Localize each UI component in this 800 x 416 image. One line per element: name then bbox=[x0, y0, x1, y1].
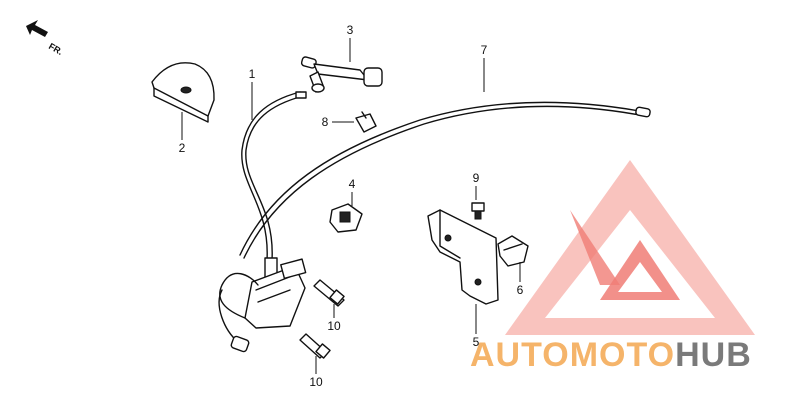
callout-2: 2 bbox=[179, 141, 186, 155]
part-4-grommet bbox=[329, 203, 363, 233]
watermark-moto: MOTO bbox=[570, 336, 675, 374]
part-1-ignition-coil bbox=[218, 91, 307, 353]
front-label: FR. bbox=[47, 41, 65, 57]
front-direction-arrow: FR. bbox=[26, 20, 65, 57]
callout-10-upper: 10 bbox=[327, 319, 341, 333]
leader-lines bbox=[181, 38, 521, 374]
callout-1: 1 bbox=[249, 67, 256, 81]
watermark-text: AUTOMOTOHUB bbox=[470, 336, 752, 374]
callout-5: 5 bbox=[473, 335, 480, 349]
callout-6: 6 bbox=[517, 283, 524, 297]
callout-3: 3 bbox=[347, 23, 354, 37]
watermark-auto: AUTO bbox=[470, 336, 570, 374]
part-2-cover bbox=[151, 62, 215, 123]
part-3-plug-cap bbox=[300, 56, 383, 93]
svg-text:AUTOMOTOHUB: AUTOMOTOHUB bbox=[470, 336, 752, 374]
callout-8: 8 bbox=[322, 115, 329, 129]
part-7-wire bbox=[239, 101, 651, 259]
part-5-bracket bbox=[427, 209, 499, 305]
part-6-clamp bbox=[497, 235, 529, 267]
part-10-bolt-upper bbox=[313, 279, 345, 307]
part-9-bolt bbox=[471, 202, 485, 220]
callout-labels: 1 2 3 4 5 6 7 8 9 10 10 bbox=[179, 23, 524, 389]
part-8-clip bbox=[355, 111, 377, 133]
watermark-hub: HUB bbox=[675, 336, 752, 374]
callout-10-lower: 10 bbox=[309, 375, 323, 389]
watermark-logo bbox=[505, 160, 755, 335]
callout-4: 4 bbox=[349, 177, 356, 191]
callout-7: 7 bbox=[481, 43, 488, 57]
callout-9: 9 bbox=[473, 171, 480, 185]
part-10-bolt-lower bbox=[299, 333, 331, 359]
